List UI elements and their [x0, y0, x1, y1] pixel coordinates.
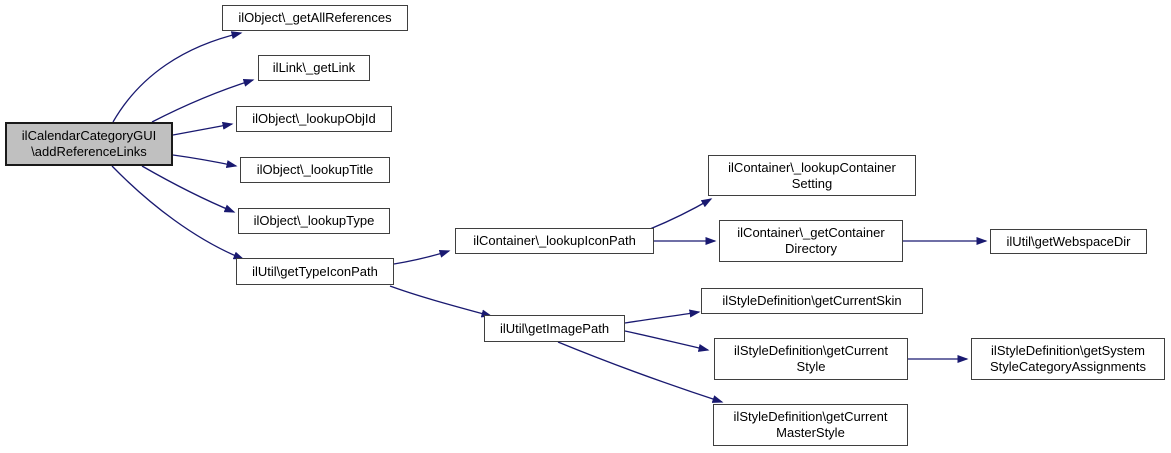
graph-node-lookupIconPath[interactable]: ilContainer\_lookupIconPath	[455, 228, 654, 254]
node-label-line: MasterStyle	[776, 425, 845, 440]
graph-node-getLink[interactable]: ilLink\_getLink	[258, 55, 370, 81]
node-label-line: ilUtil\getTypeIconPath	[252, 263, 378, 279]
graph-node-getCurrentSkin[interactable]: ilStyleDefinition\getCurrentSkin	[701, 288, 923, 314]
call-edge-addReferenceLinks-to-lookupType	[141, 165, 236, 213]
node-label-line: ilObject\_getAllReferences	[238, 10, 392, 25]
node-label-line: \addReferenceLinks	[31, 144, 147, 159]
call-edge-addReferenceLinks-to-lookupTitle	[172, 154, 238, 168]
node-label-line: StyleCategoryAssignments	[989, 359, 1147, 374]
node-label-line: ilContainer\_getContainer	[737, 225, 885, 240]
node-label-line: Directory	[784, 241, 837, 256]
graph-node-lookupType[interactable]: ilObject\_lookupType	[238, 208, 390, 234]
call-edge-getTypeIconPath-to-getImagePath	[389, 285, 493, 318]
node-label-line: ilContainer\_lookupIconPath	[473, 233, 636, 248]
call-edge-getImagePath-to-getCurrentStyle	[624, 330, 710, 352]
graph-node-getImagePath[interactable]: ilUtil\getImagePath	[484, 315, 625, 342]
edge-group	[111, 31, 988, 403]
graph-node-lookupObjId[interactable]: ilObject\_lookupObjId	[236, 106, 392, 132]
call-edge-addReferenceLinks-to-getTypeIconPath	[111, 165, 245, 260]
graph-node-getTypeIconPath[interactable]: ilUtil\getTypeIconPath	[236, 258, 394, 285]
node-label-line: ilCalendarCategoryGUI	[21, 128, 157, 143]
node-label-line: Style	[796, 359, 826, 374]
node-label-line: ilUtil\getImagePath	[499, 320, 610, 336]
call-edge-addReferenceLinks-to-getLink	[151, 79, 255, 123]
node-label-line: ilObject\_lookupObjId	[252, 111, 376, 126]
call-edge-addReferenceLinks-to-lookupObjId	[172, 121, 234, 136]
node-label-line: ilContainer\_lookupContainer	[728, 159, 896, 175]
node-label-line: Setting	[791, 175, 833, 191]
call-edge-lookupIconPath-to-lookupContainerSetting	[649, 198, 713, 230]
graph-node-addReferenceLinks[interactable]: ilCalendarCategoryGUI\addReferenceLinks	[5, 122, 173, 166]
graph-node-getWebspaceDir[interactable]: ilUtil\getWebspaceDir	[990, 229, 1147, 254]
node-label-line: ilStyleDefinition\getSystem	[991, 343, 1145, 358]
graph-node-lookupTitle[interactable]: ilObject\_lookupTitle	[240, 157, 390, 183]
graph-node-getAllReferences[interactable]: ilObject\_getAllReferences	[222, 5, 408, 31]
node-label-line: ilStyleDefinition\getCurrent	[733, 409, 888, 424]
call-edge-getImagePath-to-getCurrentSkin	[624, 309, 701, 324]
node-label-line: ilObject\_lookupType	[253, 213, 375, 228]
call-edge-getImagePath-to-getCurrentMasterStyle	[557, 341, 724, 403]
node-label-line: ilStyleDefinition\getCurrentSkin	[722, 293, 902, 308]
node-label-line: ilObject\_lookupTitle	[256, 162, 374, 177]
node-label-line: ilUtil\getWebspaceDir	[1006, 233, 1131, 249]
call-edge-addReferenceLinks-to-getAllReferences	[112, 31, 243, 123]
call-edge-getTypeIconPath-to-lookupIconPath	[393, 250, 451, 265]
node-label-line: ilStyleDefinition\getCurrent	[734, 343, 888, 358]
node-label-line: ilLink\_getLink	[272, 60, 356, 75]
